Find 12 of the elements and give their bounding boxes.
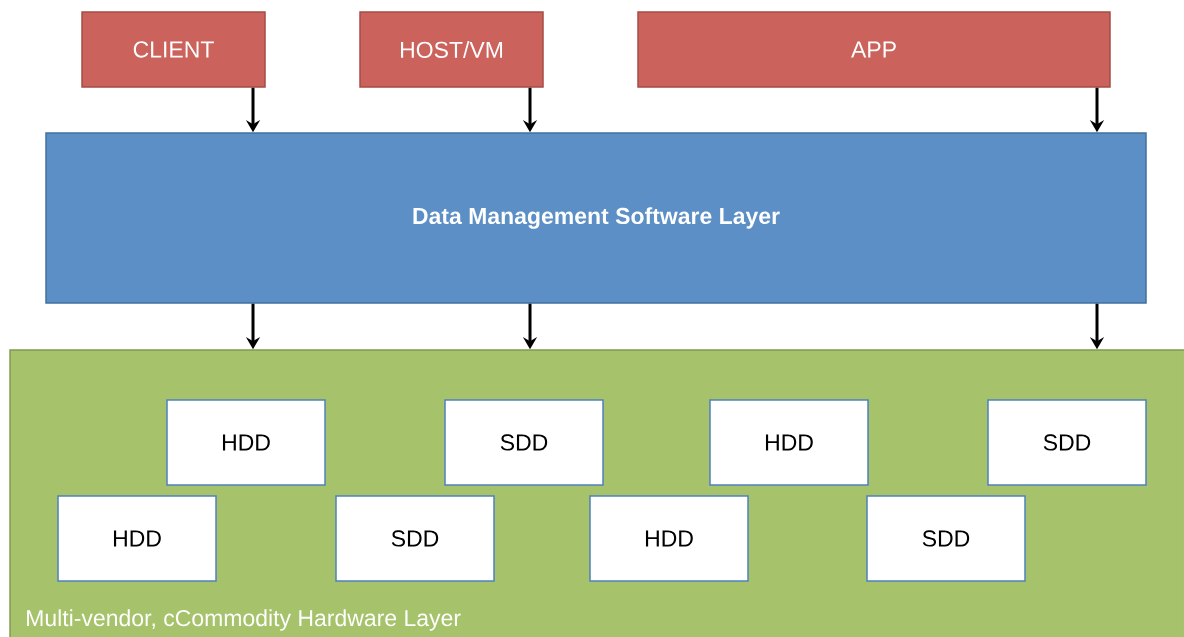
drive-box: HDD [589, 495, 749, 582]
source-box: APP [637, 11, 1111, 88]
drive-box: HDD [709, 399, 869, 486]
software-layer-box: Data Management Software Layer [45, 132, 1147, 304]
drive-box: HDD [57, 495, 217, 582]
source-box: CLIENT [81, 11, 266, 88]
drive-box: SDD [335, 495, 495, 582]
drive-box: HDD [166, 399, 326, 486]
drive-box: SDD [987, 399, 1147, 486]
drive-box: SDD [866, 495, 1026, 582]
drive-box: SDD [444, 399, 604, 486]
source-box: HOST/VM [359, 11, 544, 88]
